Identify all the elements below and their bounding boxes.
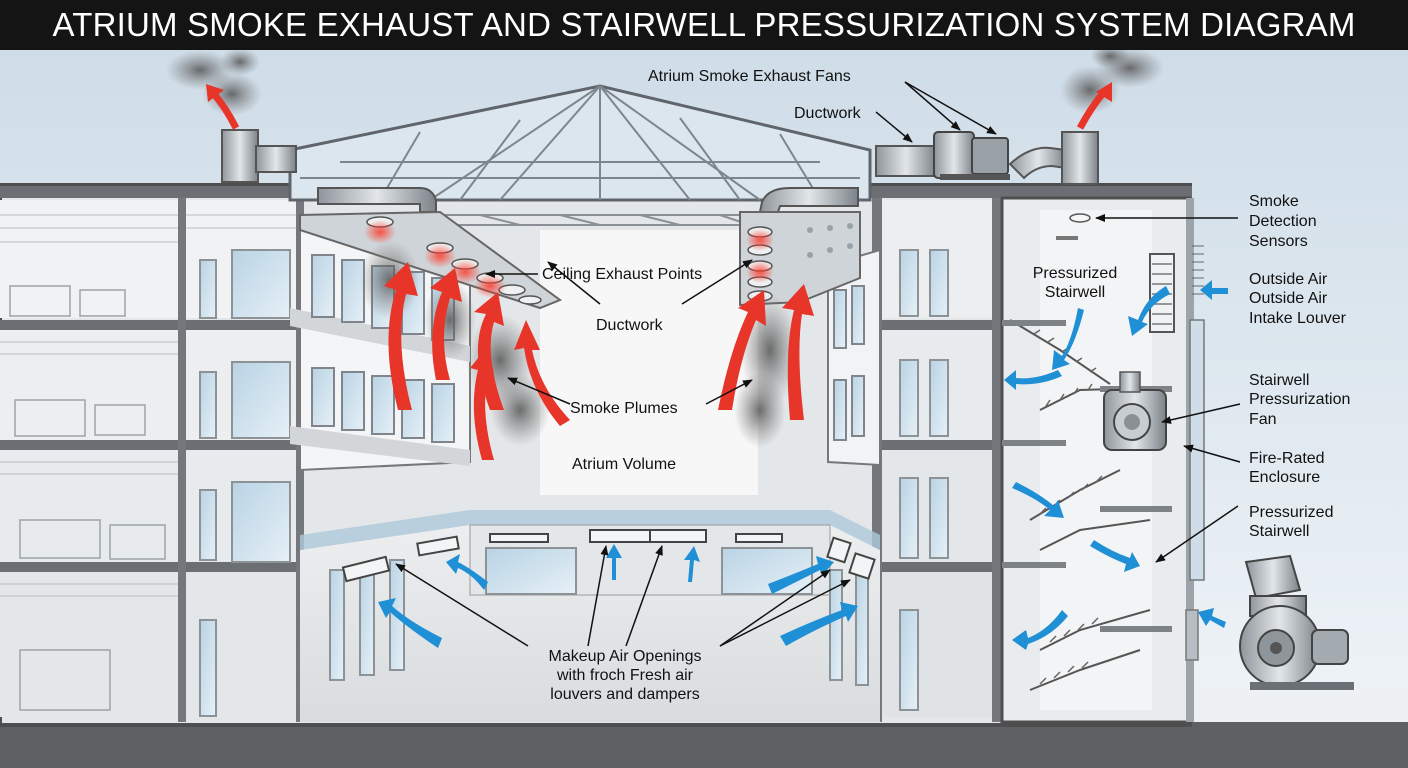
label-makeup-air-1: Makeup Air Openings — [549, 648, 702, 665]
label-pressurized-stairwell-top-2: Stairwell — [1045, 284, 1105, 301]
label-pressurized-stairwell-bottom-1: Pressurized — [1249, 504, 1333, 521]
left-exhaust-stack — [221, 129, 259, 183]
label-pressurization-fan-3: Fan — [1249, 411, 1277, 428]
exhaust-fan-icon — [933, 131, 1010, 180]
stair-pressurization-fan-icon — [1103, 371, 1167, 451]
label-pressurization-fan-1: Stairwell — [1249, 372, 1309, 389]
label-pressurization-fan-2: Pressurization — [1249, 391, 1350, 408]
building-structure — [0, 183, 1192, 727]
label-smoke-plumes: Smoke Plumes — [570, 400, 678, 417]
stairwell — [1000, 196, 1205, 724]
atrium-back-wall — [540, 230, 758, 495]
diagram-title: ATRIUM SMOKE EXHAUST AND STAIRWELL PRESS… — [52, 6, 1356, 43]
intake-louver-icon — [341, 529, 876, 583]
label-exhaust-fans: Atrium Smoke Exhaust Fans — [648, 68, 851, 85]
label-smoke-detection-1: Smoke — [1249, 193, 1299, 210]
roof-ductwork — [221, 129, 1099, 213]
label-outside-air-1: Outside Air — [1249, 271, 1328, 288]
title-bar: ATRIUM SMOKE EXHAUST AND STAIRWELL PRESS… — [0, 0, 1408, 50]
ground — [0, 722, 1408, 768]
building-section: Atrium Smoke Exhaust Fans Ductwork Ceili… — [0, 50, 1408, 768]
label-ductwork-mid: Ductwork — [596, 317, 664, 334]
label-ceiling-exhaust-points: Ceiling Exhaust Points — [542, 266, 702, 283]
right-ceiling-exhaust — [739, 211, 861, 307]
label-outside-air-2: Outside Air — [1249, 290, 1328, 307]
smoke-flow-arrows — [384, 262, 814, 460]
right-atrium-balconies — [827, 248, 881, 467]
label-outside-air-3: Intake Louver — [1249, 310, 1347, 327]
stairwell-air-arrows — [1004, 280, 1228, 650]
right-exhaust-stack — [1061, 131, 1099, 185]
label-makeup-air-2: with froch Fresh air — [556, 667, 694, 684]
makeup-air-arrows — [378, 544, 858, 648]
label-smoke-detection-2: Detection — [1249, 213, 1317, 230]
callout-lines — [395, 81, 1241, 647]
label-fire-rated-1: Fire-Rated — [1249, 450, 1325, 467]
label-fire-rated-2: Enclosure — [1249, 469, 1320, 486]
diagram-labels: Atrium Smoke Exhaust Fans Ductwork Ceili… — [542, 68, 1350, 703]
skylight-roof — [288, 84, 872, 226]
stack-smoke — [166, 50, 1164, 116]
label-ductwork-top: Ductwork — [794, 105, 862, 122]
label-smoke-detection-3: Sensors — [1249, 233, 1308, 250]
label-makeup-air-3: louvers and dampers — [550, 686, 699, 703]
exterior-supply-fan-icon — [1239, 554, 1354, 690]
label-pressurized-stairwell-top-1: Pressurized — [1033, 265, 1117, 282]
label-atrium-volume: Atrium Volume — [572, 456, 676, 473]
stack-exhaust-arrows — [206, 82, 1112, 130]
label-pressurized-stairwell-bottom-2: Stairwell — [1249, 523, 1309, 540]
smoke-sensor-icon — [1056, 213, 1091, 240]
